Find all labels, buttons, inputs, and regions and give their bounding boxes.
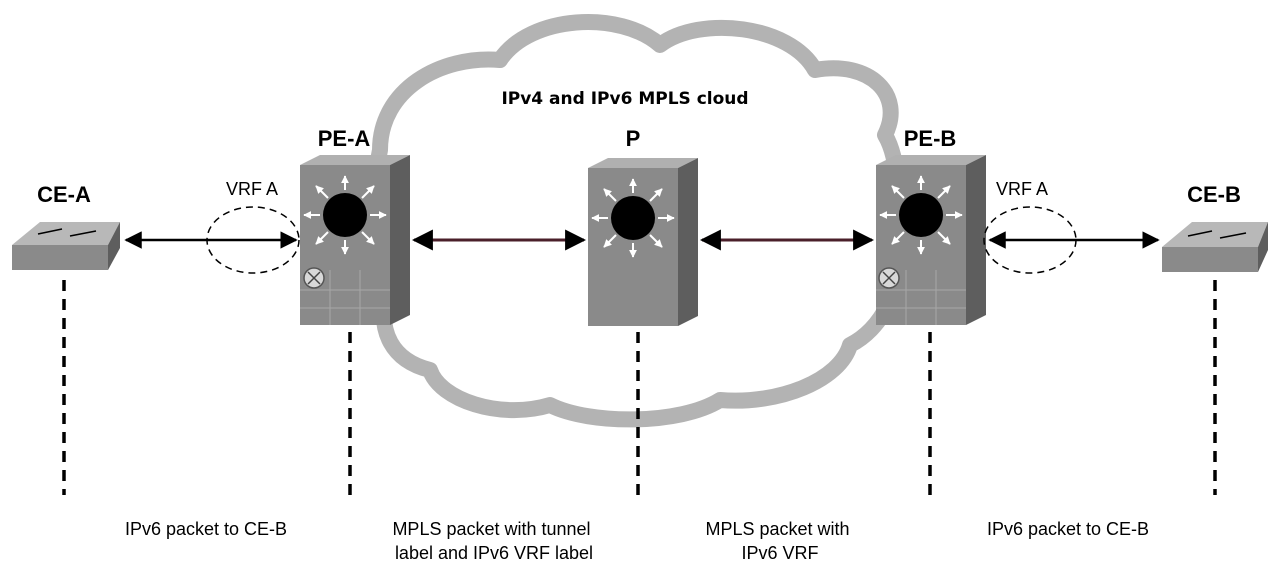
caption-ipv6-to-ce-b-right: IPv6 packet to CE-B xyxy=(987,519,1149,539)
vrf-a-left-ellipse xyxy=(206,206,300,274)
pe-a-router-icon xyxy=(300,155,410,325)
ce-b-label: CE-B xyxy=(1187,182,1241,207)
caption-2-line-1: MPLS packet with tunnel xyxy=(392,519,590,539)
caption-4-line-1: IPv6 packet to CE-B xyxy=(987,519,1149,539)
vrf-a-right-ellipse xyxy=(983,206,1077,274)
pe-b-label: PE-B xyxy=(904,126,957,151)
caption-2-line-2: label and IPv6 VRF label xyxy=(395,543,593,563)
ce-a-label: CE-A xyxy=(37,182,91,207)
p-router-icon xyxy=(588,158,698,326)
caption-3-line-1: MPLS packet with xyxy=(705,519,849,539)
caption-mpls-tunnel-vrf: MPLS packet with tunnel label and IPv6 V… xyxy=(392,519,595,563)
caption-3-line-2: IPv6 VRF xyxy=(741,543,818,563)
pe-b-router-icon xyxy=(876,155,986,325)
caption-mpls-vrf: MPLS packet with IPv6 VRF xyxy=(705,519,854,563)
caption-1-line-1: IPv6 packet to CE-B xyxy=(125,519,287,539)
cloud-label: IPv4 and IPv6 MPLS cloud xyxy=(501,89,748,109)
vrf-a-left-label: VRF A xyxy=(226,179,278,199)
ce-b-switch-icon xyxy=(1162,222,1268,272)
ce-a-switch-icon xyxy=(12,222,120,270)
caption-ipv6-to-ce-b-left: IPv6 packet to CE-B xyxy=(125,519,287,539)
p-label: P xyxy=(626,126,641,151)
pe-a-label: PE-A xyxy=(318,126,371,151)
vrf-a-right-label: VRF A xyxy=(996,179,1048,199)
timeline-lines xyxy=(62,280,1217,495)
